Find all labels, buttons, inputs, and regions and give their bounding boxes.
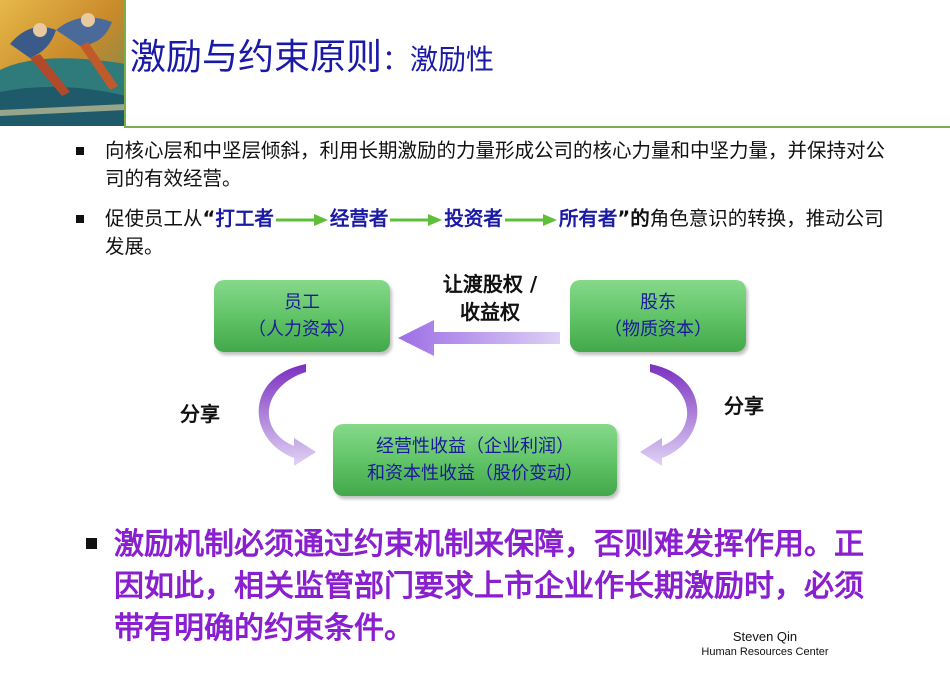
open-quote: “	[202, 207, 216, 230]
shareholder-line1: 股东	[640, 292, 676, 313]
title-main: 激励与约束原则	[130, 37, 383, 78]
title-divider-horizontal	[126, 126, 950, 128]
employee-line2: （人力资本）	[248, 319, 356, 340]
result-box: 经营性收益（企业利润） 和资本性收益（股价变动）	[333, 424, 617, 496]
bullet-marker	[86, 538, 97, 549]
bullet-2-suffix: 角色意识的转换，推动公司发展。	[105, 207, 884, 258]
bullet-marker	[76, 147, 84, 155]
corner-illustration	[0, 0, 126, 126]
bullet-1-text: 向核心层和中坚层倾斜，利用长期激励的力量形成公司的核心力量和中坚力量，并保持对公…	[105, 139, 886, 190]
green-arrow-icon	[390, 213, 443, 227]
footer-name: Steven Qin	[732, 629, 798, 644]
transfer-label-line2: 收益权	[460, 300, 520, 324]
employee-line1: 员工	[284, 292, 320, 313]
green-arrow-icon	[504, 213, 557, 227]
transfer-label-line1: 让渡股权 /	[442, 272, 538, 296]
role-2: 经营者	[329, 207, 389, 230]
transfer-arrow-icon	[398, 320, 560, 356]
bullet-marker	[76, 215, 84, 223]
close-quote: ”	[617, 207, 631, 230]
slide-title: 激励与约束原则：激励性	[130, 28, 494, 80]
role-4: 所有者	[558, 207, 618, 230]
title-sub: 激励性	[410, 43, 495, 76]
de-char: 的	[630, 207, 650, 230]
transfer-label: 让渡股权 / 收益权	[420, 270, 560, 326]
title-colon: ：	[382, 43, 411, 76]
green-arrow-icon	[275, 213, 328, 227]
employee-box: 员工 （人力资本）	[214, 280, 390, 352]
bullet-1: 向核心层和中坚层倾斜，利用长期激励的力量形成公司的核心力量和中坚力量，并保持对公…	[76, 137, 896, 193]
footer-org: Human Resources Center	[701, 646, 829, 658]
result-line2: 和资本性收益（股价变动）	[367, 463, 583, 484]
share-right-label: 分享	[724, 394, 764, 418]
bullet-2-prefix: 促使员工从	[105, 207, 203, 230]
footer: Steven Qin Human Resources Center	[660, 628, 870, 660]
shareholder-box: 股东 （物质资本）	[570, 280, 746, 352]
role-3: 投资者	[444, 207, 503, 230]
right-curve-arrow-icon	[640, 364, 698, 466]
emphasis-text: 激励机制必须通过约束机制来保障，否则难发挥作用。正因如此，相关监管部门要求上市企…	[114, 527, 864, 646]
bullet-2-text: 促使员工从“打工者 经营者 投资者 所有者”的角色意识的转换，推动公司发展。	[105, 205, 896, 261]
emphasis-bullet: 激励机制必须通过约束机制来保障，否则难发挥作用。正因如此，相关监管部门要求上市企…	[86, 524, 886, 650]
shareholder-line2: （物质资本）	[604, 319, 712, 340]
share-left-label: 分享	[180, 402, 220, 426]
role-1: 打工者	[215, 207, 274, 230]
bullet-2: 促使员工从“打工者 经营者 投资者 所有者”的角色意识的转换，推动公司发展。	[76, 205, 896, 261]
result-line1: 经营性收益（企业利润）	[376, 436, 574, 457]
title-divider-vertical	[124, 0, 126, 128]
left-curve-arrow-icon	[258, 364, 316, 466]
